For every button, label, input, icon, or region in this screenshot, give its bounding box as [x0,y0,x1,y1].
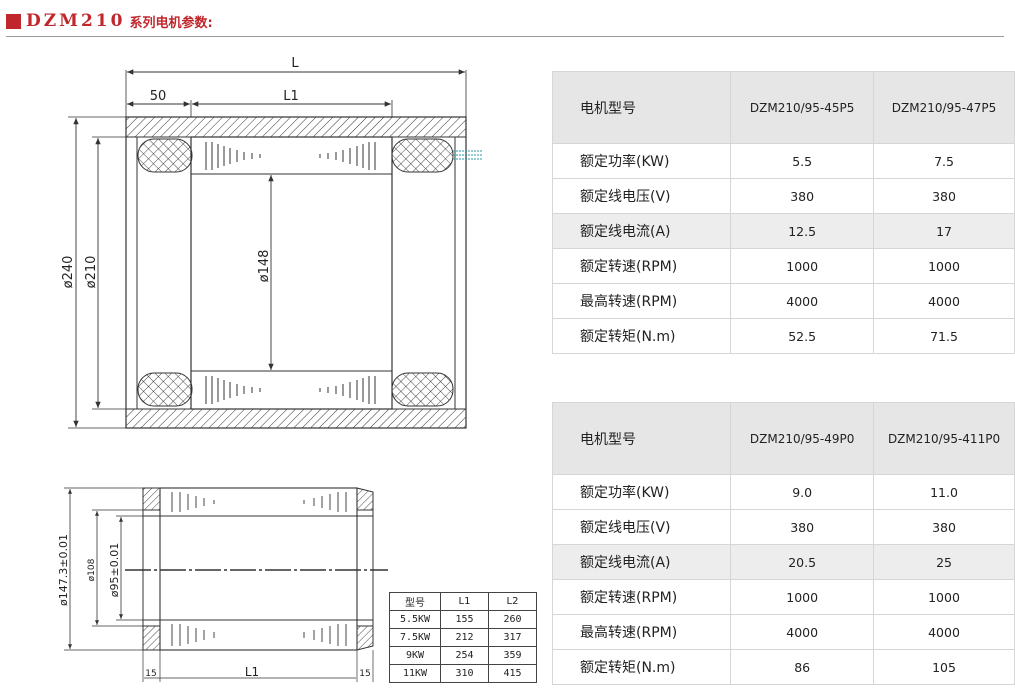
rotor-drawing: ø147.3±0.01 ø108 ø95±0.01 15 L1 15 [57,487,388,682]
row-label: 额定线电流(A) [551,213,732,249]
length-table: 型号 L1 L2 5.5KW 155 260 7.5KW 212 317 9KW… [389,592,537,683]
cell: 52.5 [730,318,875,354]
spec-table-header: 电机型号 DZM210/95-49P0 DZM210/95-411P0 [551,402,1015,475]
cell: 4000 [873,614,1015,650]
model-name: DZM210/95-49P0 [730,402,875,475]
cell: 1000 [873,579,1015,615]
cell: 1000 [873,248,1015,284]
col-L2: L2 [488,592,537,611]
dim-15b-label: 15 [359,669,370,679]
cell: 4000 [730,614,875,650]
header-label: 电机型号 [551,402,732,475]
page-header: DZM210 系列电机参数: [6,10,213,32]
cell: 310 [440,664,489,683]
cell: 317 [488,628,537,647]
table-row: 额定转速(RPM) 1000 1000 [551,248,1015,284]
motor-cross-section-drawing: L 50 L1 ø240 ø210 ø148 [61,56,482,429]
model-name: DZM210/95-411P0 [873,402,1015,475]
header-divider [6,36,1004,37]
dim-L-label: L [291,56,299,71]
row-label: 额定转速(RPM) [551,579,732,615]
dim-15a-label: 15 [145,669,156,679]
dim-L1-rotor-label: L1 [245,665,259,679]
cell: 415 [488,664,537,683]
cell: 12.5 [730,213,875,249]
length-table-header: 型号 L1 L2 [389,592,537,611]
table-row: 额定转速(RPM) 1000 1000 [551,579,1015,615]
cell: 25 [873,544,1015,580]
row-label: 额定功率(KW) [551,143,732,179]
row-label: 额定功率(KW) [551,474,732,510]
table-row: 5.5KW 155 260 [389,610,537,629]
row-label: 额定转速(RPM) [551,248,732,284]
table-row: 额定功率(KW) 5.5 7.5 [551,143,1015,179]
table-row: 9KW 254 359 [389,646,537,665]
cell: 212 [440,628,489,647]
row-label: 额定线电压(V) [551,509,732,545]
table-row: 额定功率(KW) 9.0 11.0 [551,474,1015,510]
cell: 11KW [389,664,441,683]
dim-147-label: ø147.3±0.01 [57,534,70,606]
cell: 4000 [730,283,875,319]
dim-50-label: 50 [150,89,167,104]
cell: 20.5 [730,544,875,580]
dim-L1-label: L1 [283,89,299,104]
table-row: 额定转矩(N.m) 86 105 [551,649,1015,685]
cell: 4000 [873,283,1015,319]
cell: 254 [440,646,489,665]
dim-210-label: ø210 [84,256,99,289]
table-row: 额定线电压(V) 380 380 [551,178,1015,214]
cell: 17 [873,213,1015,249]
table-row: 最高转速(RPM) 4000 4000 [551,283,1015,319]
table-row: 最高转速(RPM) 4000 4000 [551,614,1015,650]
row-label: 最高转速(RPM) [551,614,732,650]
cell: 11.0 [873,474,1015,510]
table-row: 额定转矩(N.m) 52.5 71.5 [551,318,1015,354]
dim-240-label: ø240 [61,256,76,289]
cell: 71.5 [873,318,1015,354]
header-title: DZM210 [26,11,126,31]
row-label: 最高转速(RPM) [551,283,732,319]
cell: 5.5 [730,143,875,179]
cell: 380 [873,178,1015,214]
spec-table-2: 电机型号 DZM210/95-49P0 DZM210/95-411P0 额定功率… [551,402,1015,685]
dim-95-label: ø95±0.01 [108,543,121,597]
cell: 7.5KW [389,628,441,647]
cell: 260 [488,610,537,629]
col-L1: L1 [440,592,489,611]
table-row: 额定线电流(A) 20.5 25 [551,544,1015,580]
cell: 1000 [730,248,875,284]
table-row: 11KW 310 415 [389,664,537,683]
cell: 105 [873,649,1015,685]
model-name: DZM210/95-47P5 [873,71,1015,144]
cell: 86 [730,649,875,685]
cell: 155 [440,610,489,629]
row-label: 额定转矩(N.m) [551,318,732,354]
table-row: 额定线电压(V) 380 380 [551,509,1015,545]
cell: 5.5KW [389,610,441,629]
row-label: 额定转矩(N.m) [551,649,732,685]
cell: 380 [730,178,875,214]
table-row: 7.5KW 212 317 [389,628,537,647]
cell: 380 [873,509,1015,545]
cell: 359 [488,646,537,665]
header-subtitle: 系列电机参数: [129,15,213,31]
row-label: 额定线电压(V) [551,178,732,214]
cell: 1000 [730,579,875,615]
table-row: 额定线电流(A) 12.5 17 [551,213,1015,249]
header-label: 电机型号 [551,71,732,144]
spec-table-1: 电机型号 DZM210/95-45P5 DZM210/95-47P5 额定功率(… [551,71,1015,354]
dim-108-label: ø108 [87,558,97,581]
col-model: 型号 [389,592,441,611]
red-square-icon [6,13,21,29]
cell: 7.5 [873,143,1015,179]
row-label: 额定线电流(A) [551,544,732,580]
dim-148-label: ø148 [257,250,272,283]
cell: 9KW [389,646,441,665]
model-name: DZM210/95-45P5 [730,71,875,144]
spec-table-header: 电机型号 DZM210/95-45P5 DZM210/95-47P5 [551,71,1015,144]
cell: 380 [730,509,875,545]
cell: 9.0 [730,474,875,510]
